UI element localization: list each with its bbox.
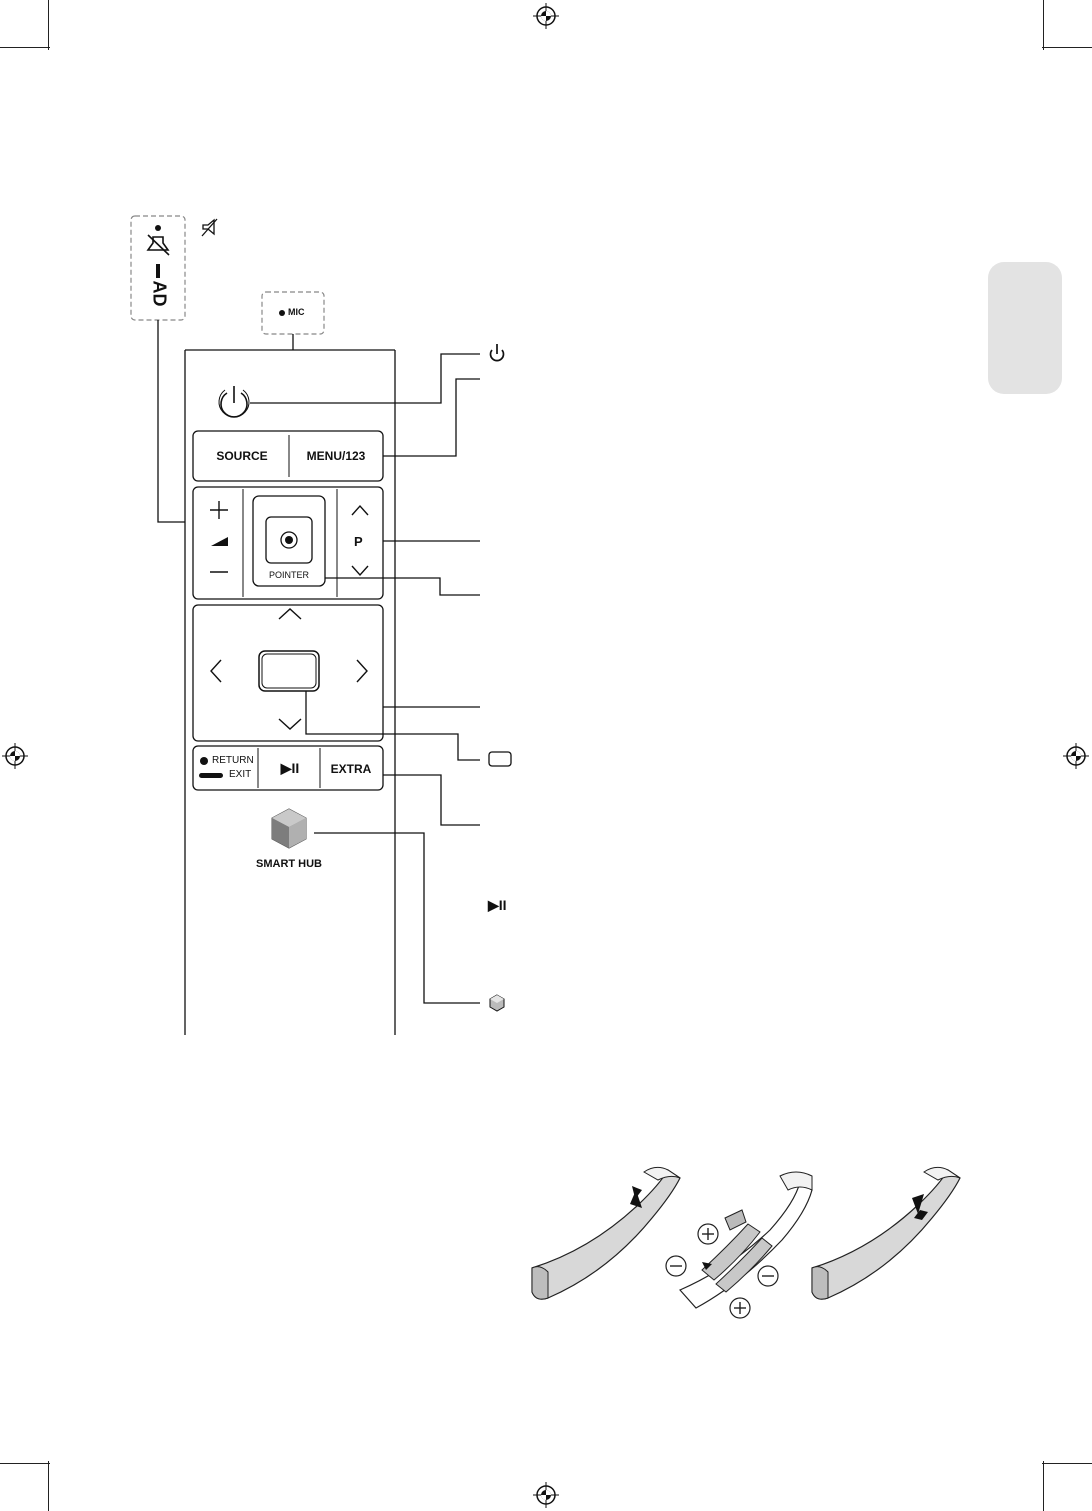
registration-mark-right [1063,743,1089,769]
crop-mark-top-left-h [0,47,50,48]
crop-mark-top-right-h [1042,47,1092,48]
enter-callout-icon [488,751,512,767]
mute-callout-icon [201,218,218,237]
menu-123-button[interactable]: MENU/123 [306,449,366,463]
smart-hub-callout-icon [489,994,505,1012]
crop-mark-top-right-v [1043,0,1044,50]
crop-mark-bottom-right-v [1043,1461,1044,1511]
battery-step-1 [531,1166,681,1300]
registration-mark-top [533,3,559,29]
return-button[interactable]: RETURN [212,755,254,766]
battery-step-3 [811,1166,961,1300]
crop-mark-bottom-left-h [0,1463,50,1464]
channel-label: P [354,534,363,549]
crop-mark-top-left-v [48,0,49,50]
pointer-button-label[interactable]: POINTER [268,570,309,580]
play-pause-callout-icon: ▶II [488,897,507,913]
mic-label: MIC [288,307,305,317]
registration-mark-left [2,743,28,769]
remote-diagram [130,215,512,1035]
language-tab [988,262,1062,394]
power-callout-icon [489,344,505,362]
smart-hub-button-label[interactable]: SMART HUB [256,858,322,870]
play-pause-button[interactable]: ▶II [280,760,300,776]
crop-mark-bottom-left-v [48,1461,49,1511]
registration-mark-bottom [533,1482,559,1508]
battery-step-2 [665,1171,813,1319]
exit-button[interactable]: EXIT [229,769,252,780]
ad-label: AD [149,280,170,307]
crop-mark-bottom-right-h [1042,1463,1092,1464]
battery-install-diagram [531,1166,961,1319]
extra-button[interactable]: EXTRA [330,762,372,776]
source-button[interactable]: SOURCE [216,449,268,463]
